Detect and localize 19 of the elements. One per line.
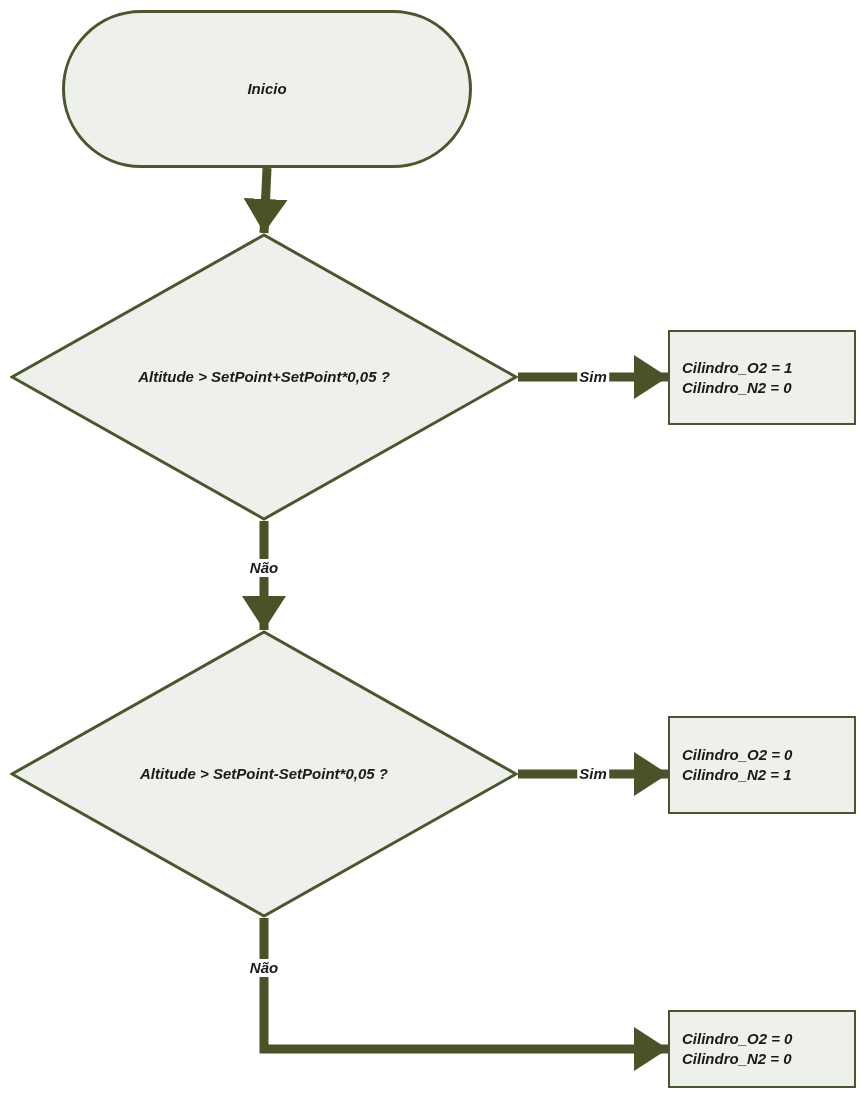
arrow (242, 521, 286, 630)
edge-label: Não (247, 959, 281, 977)
node-text: Altitude > SetPoint+SetPoint*0,05 ? (138, 367, 390, 387)
decision-diamond (10, 630, 518, 918)
edge-label: Não (247, 558, 281, 577)
node-text: Altitude > SetPoint-SetPoint*0,05 ? (140, 764, 388, 784)
process-box (668, 716, 856, 814)
node-text: Inicio (247, 79, 287, 99)
node-text: Cilindro_O2 = 1 (682, 357, 793, 378)
process-box (668, 330, 856, 425)
arrow (243, 167, 288, 234)
node-text: Cilindro_O2 = 0 (682, 1029, 793, 1049)
node-text: Cilindro_N2 = 0 (682, 377, 792, 398)
node-text: Cilindro_O2 = 0 (682, 745, 793, 765)
arrow (259, 918, 668, 1071)
node-text: Cilindro_N2 = 0 (682, 1049, 792, 1069)
decision-diamond (10, 233, 518, 521)
process-box (668, 1010, 856, 1088)
node-text: Cilindro_N2 = 1 (682, 765, 792, 785)
